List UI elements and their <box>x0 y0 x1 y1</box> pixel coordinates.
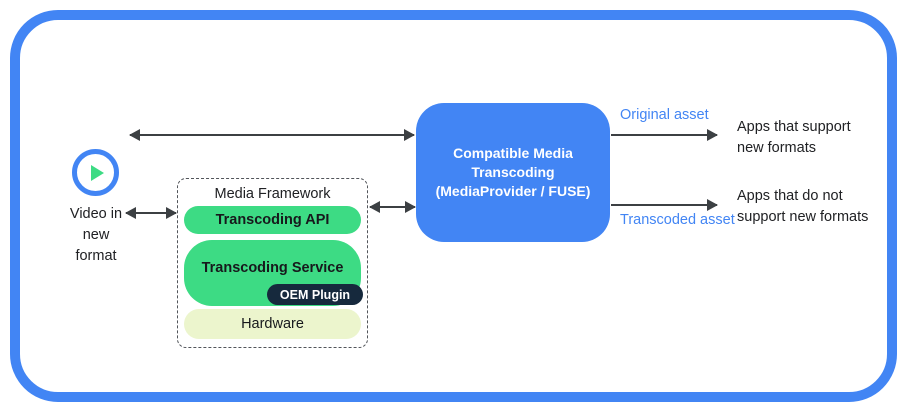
media-framework-box: Media Framework Transcoding API Transcod… <box>177 178 368 348</box>
arrow-source-framework <box>125 207 177 219</box>
apps-support-label: Apps that support new formats <box>737 119 851 156</box>
arrow-original-asset <box>611 129 718 141</box>
hardware-label: Hardware <box>241 316 304 332</box>
transcoding-api-box: Transcoding API <box>184 206 361 234</box>
diagram-border <box>10 10 897 402</box>
arrow-transcoded-asset <box>611 199 718 211</box>
transcoding-service-label: Transcoding Service <box>201 260 344 276</box>
oem-plugin-label: OEM Plugin <box>279 287 351 302</box>
play-icon <box>72 149 119 196</box>
transcoding-api-label: Transcoding API <box>215 212 330 228</box>
compatible-media-transcoding-box: Compatible Media Transcoding (MediaProvi… <box>416 103 610 242</box>
video-source-label: Video in new format <box>69 206 123 264</box>
media-framework-title: Media Framework <box>214 186 331 202</box>
arrow-framework-transcoder <box>369 201 416 213</box>
original-asset-label: Original asset <box>620 107 709 123</box>
play-triangle-icon <box>91 164 104 181</box>
apps-no-support-label: Apps that do not support new formats <box>737 188 869 225</box>
oem-plugin-badge: OEM Plugin <box>267 284 363 305</box>
arrow-source-transcoder <box>129 129 415 141</box>
hardware-box: Hardware <box>184 309 361 339</box>
transcoding-service-box: Transcoding Service OEM Plugin <box>184 240 363 306</box>
transcoded-asset-label: Transcoded asset <box>620 212 735 228</box>
